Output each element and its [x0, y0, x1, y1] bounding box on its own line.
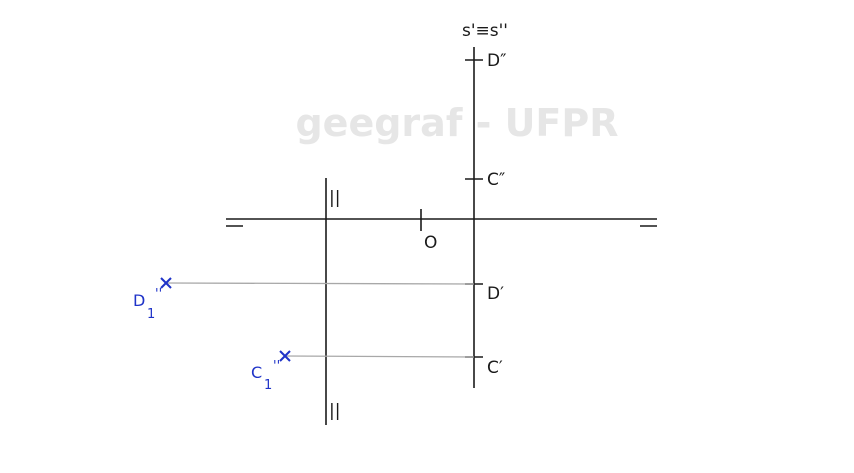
c1-label-sub: 1 — [264, 378, 272, 393]
d1-label-prime: '' — [155, 287, 162, 302]
watermark: geegraf - UFPR — [295, 101, 618, 145]
c-projector-line — [284, 355, 475, 358]
d-vertical-label: D″ — [487, 51, 506, 71]
d1-label-sub: 1 — [147, 307, 155, 322]
d-horizontal-label: D′ — [487, 284, 504, 304]
plane-trace-top-label: || — [329, 188, 340, 208]
c-vertical-label: C″ — [487, 170, 505, 190]
c1-label-prime: '' — [273, 359, 280, 374]
c1-point-marker — [279, 350, 291, 362]
c1-label-base: C — [251, 363, 262, 382]
d1-point-marker — [160, 277, 172, 289]
d1-label-base: D — [133, 291, 145, 310]
d-projector-line — [165, 282, 475, 285]
profile-line-label: s'≡s'' — [462, 21, 508, 41]
plane-trace-bottom-label: || — [329, 401, 340, 421]
origin-label: O — [424, 233, 437, 253]
c-horizontal-label: C′ — [487, 358, 503, 378]
